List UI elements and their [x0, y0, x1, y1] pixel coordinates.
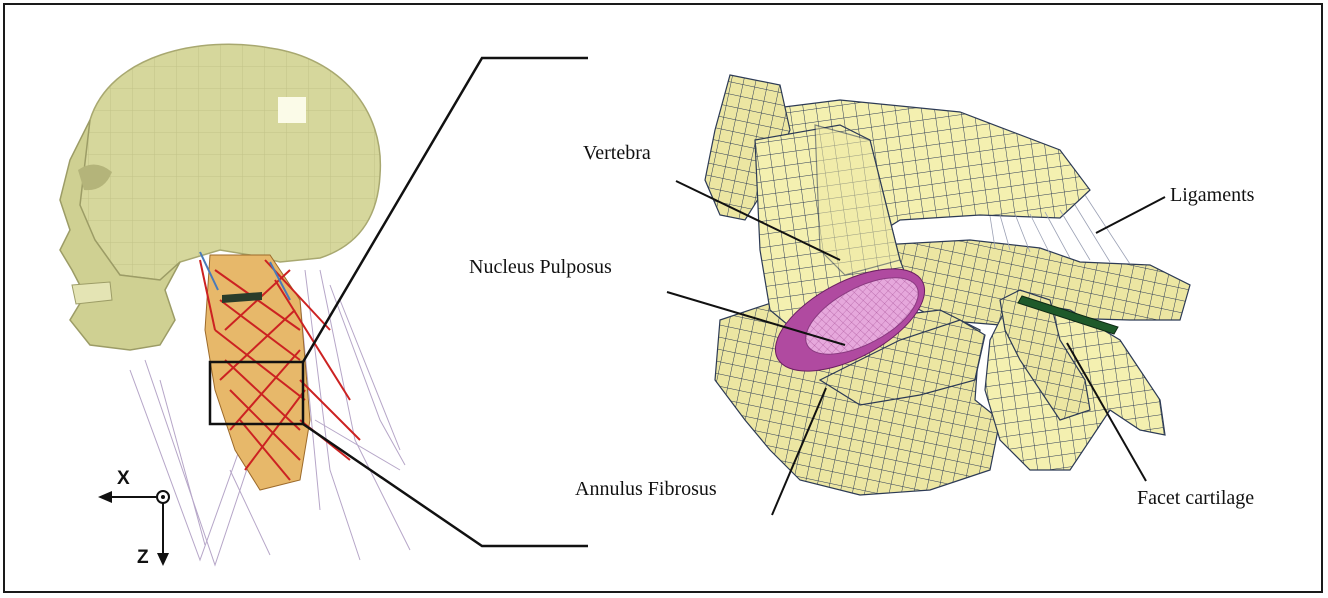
- label-vertebra: Vertebra: [583, 142, 651, 165]
- teeth: [72, 282, 112, 304]
- head-neck-model: [60, 44, 410, 565]
- label-ligaments: Ligaments: [1170, 184, 1254, 207]
- label-annulus-fibrosus: Annulus Fibrosus: [575, 478, 717, 501]
- label-nucleus-pulposus: Nucleus Pulposus: [469, 256, 612, 279]
- axis-label-x: X: [117, 468, 130, 490]
- skull-cranium: [70, 44, 380, 280]
- axis-label-z: Z: [137, 547, 149, 569]
- coordinate-axes: [98, 491, 169, 566]
- cervical-spine: [200, 252, 360, 490]
- skull-highlight: [278, 97, 306, 123]
- label-facet-cartilage: Facet cartilage: [1137, 487, 1254, 510]
